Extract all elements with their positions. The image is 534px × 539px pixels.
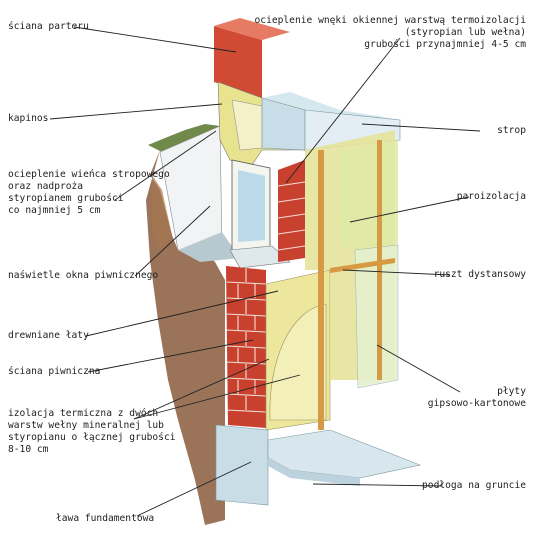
window-sill: [229, 245, 291, 269]
leader-naswietle: [134, 205, 211, 277]
upper-wall-top: [214, 18, 290, 40]
spacer-rail-horizontal: [330, 258, 395, 273]
leader-podloga: [312, 483, 443, 487]
leader-sciana-piwniczna: [87, 339, 254, 373]
leader-plyty: [376, 344, 461, 393]
leader-sciana-parteru: [73, 26, 237, 53]
window-glass: [238, 170, 265, 242]
leader-ocieplenie-wneki: [285, 37, 401, 184]
label-ruszt-dystansowy: ruszt dystansowy: [433, 269, 526, 280]
label-drewniane-laty: drewniane łaty: [8, 330, 89, 341]
label-paroizolacja: paroizolacja: [456, 191, 526, 202]
soil-highlight: [152, 175, 172, 250]
plasterboard: [354, 244, 399, 389]
leader-paroizolacja: [349, 196, 470, 223]
label-naswietle: naświetle okna piwnicznego: [8, 270, 159, 281]
leader-izolacja-1: [133, 358, 270, 420]
leader-ruszt: [342, 269, 451, 276]
leader-kapinos: [49, 103, 223, 120]
label-ocieplenie-wienca: ocieplenie wieńca stropowego oraz nadpro…: [8, 169, 170, 216]
leader-strop: [361, 123, 481, 132]
label-kapinos: kapinos: [8, 113, 49, 124]
grass: [148, 124, 220, 152]
upper-wall-brick: [214, 26, 262, 98]
label-strop: strop: [497, 125, 526, 136]
label-podloga: podłoga na gruncie: [422, 480, 526, 491]
leader-ocieplenie-wienca: [114, 130, 217, 201]
vapour-barrier: [340, 140, 398, 262]
insulation-curve: [269, 303, 327, 421]
leader-drewniane-laty: [85, 290, 279, 337]
label-izolacja-termiczna: izolacja termiczna z dwóch warstw wełny …: [8, 408, 176, 455]
leader-izolacja-2: [133, 374, 301, 420]
leader-lines: [49, 26, 481, 517]
label-sciana-piwniczna: ściana piwniczna: [8, 366, 101, 377]
window-well-floor: [178, 232, 240, 262]
label-sciana-parteru: ściana parteru: [8, 21, 89, 32]
reveal-brick-joints: [277, 181, 306, 251]
label-lawa-fundamentowa: ława fundamentowa: [56, 513, 155, 524]
spacer-rail-vertical: [377, 140, 382, 380]
floor-edge: [268, 458, 360, 486]
leader-lawa: [136, 461, 252, 517]
footing: [215, 424, 269, 506]
brick-joints: [226, 268, 267, 413]
label-plyty: płyty gipsowo-kartonowe: [427, 386, 526, 409]
ceiling-slab-top: [262, 92, 402, 120]
label-ocieplenie-wneki: ocieplenie wnęki okiennej warstwą termoi…: [254, 15, 526, 50]
soil: [146, 150, 225, 525]
wooden-batten: [318, 150, 324, 430]
